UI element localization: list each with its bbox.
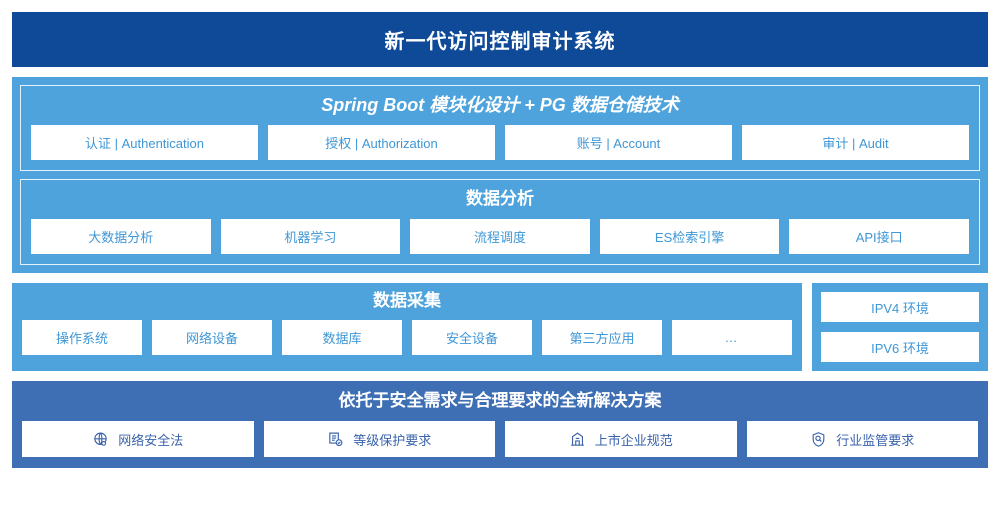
analysis-card[interactable]: 机器学习 xyxy=(220,219,401,254)
compliance-panel: 依托于安全需求与合理要求的全新解决方案 网络安全法 xyxy=(12,381,988,468)
platform-card-list: 认证 | Authentication 授权 | Authorization 账… xyxy=(31,125,969,160)
bank-building-icon xyxy=(569,431,586,448)
shield-search-icon xyxy=(810,431,827,448)
globe-network-icon xyxy=(92,431,109,448)
collection-card[interactable]: 第三方应用 xyxy=(542,320,662,355)
collection-panel-title: 数据采集 xyxy=(373,291,441,310)
compliance-card-list: 网络安全法 等级保护要求 xyxy=(22,421,978,457)
collection-card[interactable]: 安全设备 xyxy=(412,320,532,355)
collection-card[interactable]: 操作系统 xyxy=(22,320,142,355)
platform-card[interactable]: 审计 | Audit xyxy=(742,125,969,160)
platform-panel: Spring Boot 模块化设计 + PG 数据仓储技术 认证 | Authe… xyxy=(20,85,980,171)
compliance-card-label: 行业监管要求 xyxy=(836,432,915,448)
analysis-panel-title: 数据分析 xyxy=(466,189,534,208)
platform-and-analysis-block: Spring Boot 模块化设计 + PG 数据仓储技术 认证 | Authe… xyxy=(12,77,988,273)
collection-row: 数据采集 操作系统 网络设备 数据库 安全设备 第三方应用 … IPV4 环境 … xyxy=(12,283,988,371)
compliance-panel-title: 依托于安全需求与合理要求的全新解决方案 xyxy=(338,391,662,410)
compliance-card-label: 等级保护要求 xyxy=(353,432,432,448)
collection-panel: 数据采集 操作系统 网络设备 数据库 安全设备 第三方应用 … xyxy=(12,283,802,371)
compliance-card-label: 上市企业规范 xyxy=(594,432,673,448)
compliance-card-label: 网络安全法 xyxy=(118,432,184,448)
page-header: 新一代访问控制审计系统 xyxy=(12,12,988,67)
compliance-card-industry-regulation[interactable]: 行业监管要求 xyxy=(746,421,978,457)
platform-card[interactable]: 账号 | Account xyxy=(505,125,732,160)
analysis-card[interactable]: 流程调度 xyxy=(410,219,590,254)
platform-card[interactable]: 授权 | Authorization xyxy=(268,125,495,160)
analysis-card-list: 大数据分析 机器学习 流程调度 ES检索引擎 API接口 xyxy=(31,219,969,254)
collection-card-list: 操作系统 网络设备 数据库 安全设备 第三方应用 … xyxy=(22,320,792,355)
environment-card-ipv4[interactable]: IPV4 环境 xyxy=(821,292,979,322)
page-title: 新一代访问控制审计系统 xyxy=(384,31,616,53)
environment-panel: IPV4 环境 IPV6 环境 xyxy=(812,283,988,371)
compliance-card-network-security-law[interactable]: 网络安全法 xyxy=(22,421,254,457)
environment-card-ipv6[interactable]: IPV6 环境 xyxy=(821,332,979,362)
document-check-icon xyxy=(327,431,344,448)
compliance-card-classified-protection[interactable]: 等级保护要求 xyxy=(263,421,495,457)
platform-panel-title: Spring Boot 模块化设计 + PG 数据仓储技术 xyxy=(321,95,679,115)
platform-card[interactable]: 认证 | Authentication xyxy=(31,125,258,160)
collection-card[interactable]: 数据库 xyxy=(282,320,402,355)
collection-card[interactable]: 网络设备 xyxy=(152,320,272,355)
analysis-card[interactable]: API接口 xyxy=(789,219,969,254)
collection-card-more[interactable]: … xyxy=(672,320,792,355)
compliance-card-listed-enterprise[interactable]: 上市企业规范 xyxy=(505,421,737,457)
analysis-card[interactable]: 大数据分析 xyxy=(31,219,211,254)
analysis-panel: 数据分析 大数据分析 机器学习 流程调度 ES检索引擎 API接口 xyxy=(20,179,980,265)
analysis-card[interactable]: ES检索引擎 xyxy=(599,219,780,254)
